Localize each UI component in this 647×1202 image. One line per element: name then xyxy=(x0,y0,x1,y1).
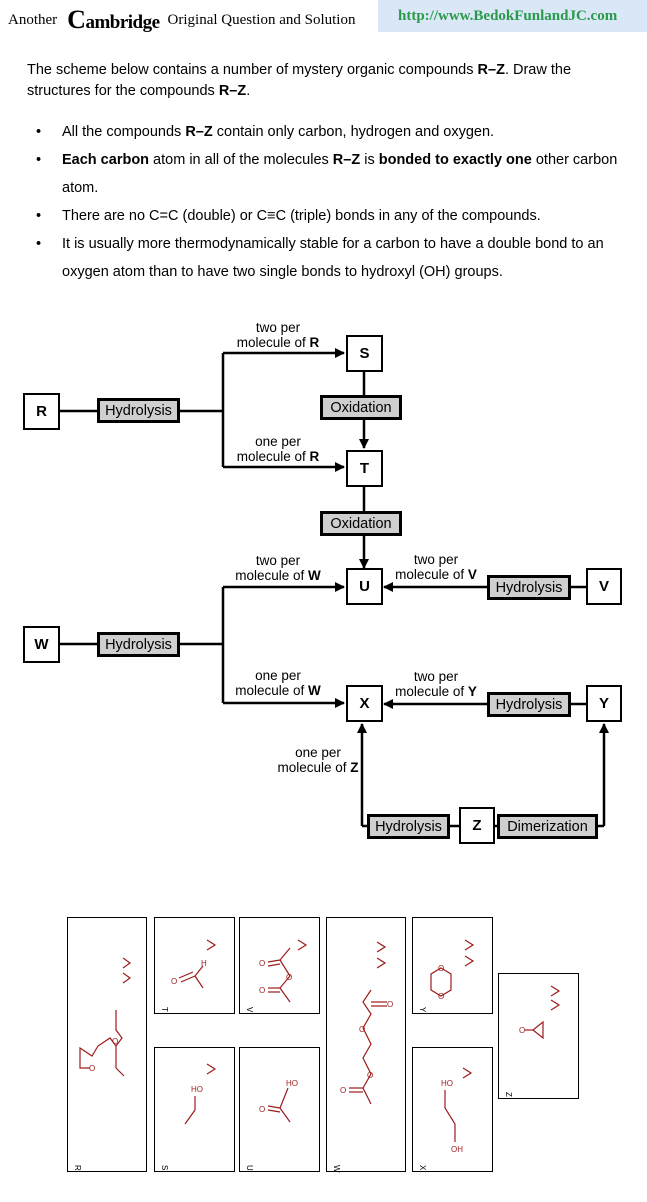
svg-text:O: O xyxy=(340,1086,346,1095)
compound-r: R xyxy=(23,393,60,430)
svg-text:O: O xyxy=(359,1025,365,1034)
structure-y: O O xyxy=(430,939,475,1001)
svg-text:O: O xyxy=(112,1037,118,1046)
process-oxidation: Oxidation xyxy=(320,395,402,420)
svg-text:O: O xyxy=(387,1000,393,1009)
list-item: It is usually more thermodynamically sta… xyxy=(36,230,640,286)
header-prefix: Another xyxy=(8,11,58,28)
process-hydrolysis: Hydrolysis xyxy=(367,814,450,839)
compound-x: X xyxy=(346,685,383,722)
svg-text:H: H xyxy=(201,959,207,968)
compound-w: W xyxy=(23,626,60,663)
structure-x: HO OH xyxy=(441,1067,473,1154)
header-suffix: Original Question and Solution xyxy=(167,11,356,28)
header-url-link[interactable]: http://www.BedokFunlandJC.com xyxy=(378,0,647,32)
panel-label: U xyxy=(245,1165,254,1171)
answer-panel-v: O O O V xyxy=(239,917,320,1014)
structure-u: HO O xyxy=(259,1079,298,1123)
cambridge-logo: Cambridge xyxy=(67,5,160,34)
scheme-connectors xyxy=(60,348,609,828)
structure-r: O O xyxy=(79,957,132,1077)
svg-text:O: O xyxy=(438,964,444,973)
answer-panel-y: O O Y xyxy=(412,917,493,1014)
panel-label: Z xyxy=(504,1092,513,1097)
panel-label: W xyxy=(332,1165,341,1173)
page-header: Another Cambridge Original Question and … xyxy=(0,0,647,40)
list-item: All the compounds R–Z contain only carbo… xyxy=(36,118,640,146)
answer-panel-u: HO O U xyxy=(239,1047,320,1172)
list-item: Each carbon atom in all of the molecules… xyxy=(36,146,640,202)
structure-w: O O O O xyxy=(340,941,393,1105)
list-item: There are no C=C (double) or C≡C (triple… xyxy=(36,202,640,230)
structure-s: HO xyxy=(184,1063,217,1125)
answer-panel-x: HO OH X xyxy=(412,1047,493,1172)
compound-s: S xyxy=(346,335,383,372)
panel-label: X xyxy=(418,1165,427,1171)
question-intro: The scheme below contains a number of my… xyxy=(27,62,572,99)
svg-text:O: O xyxy=(519,1026,525,1035)
condition-list: All the compounds R–Z contain only carbo… xyxy=(36,118,640,286)
svg-text:O: O xyxy=(438,992,444,1001)
answer-panel-t: H O T xyxy=(154,917,235,1014)
process-hydrolysis: Hydrolysis xyxy=(487,692,571,717)
structure-t: H O xyxy=(171,939,217,989)
svg-text:O: O xyxy=(259,1105,265,1114)
svg-text:O: O xyxy=(89,1064,95,1073)
compound-t: T xyxy=(346,450,383,487)
svg-text:O: O xyxy=(367,1071,373,1080)
answer-panel-w: O O O O W xyxy=(326,917,406,1173)
answer-panel-z: O Z xyxy=(498,973,579,1099)
compound-v: V xyxy=(586,568,622,605)
panel-label: V xyxy=(245,1007,254,1013)
answer-panel-r: O O R xyxy=(67,917,147,1172)
process-hydrolysis: Hydrolysis xyxy=(487,575,571,600)
structure-v: O O O xyxy=(259,939,308,1003)
compound-u: U xyxy=(346,568,383,605)
panel-label: T xyxy=(160,1007,169,1012)
svg-text:O: O xyxy=(286,973,292,982)
svg-text:OH: OH xyxy=(451,1145,463,1154)
process-hydrolysis: Hydrolysis xyxy=(97,632,180,657)
svg-text:O: O xyxy=(259,959,265,968)
svg-text:HO: HO xyxy=(286,1079,298,1088)
process-hydrolysis: Hydrolysis xyxy=(97,398,180,423)
structure-z: O xyxy=(519,985,561,1040)
process-dimerization: Dimerization xyxy=(497,814,598,839)
svg-text:O: O xyxy=(171,977,177,986)
svg-text:HO: HO xyxy=(191,1085,203,1094)
answer-panel-s: HO S xyxy=(154,1047,235,1172)
compound-z: Z xyxy=(459,807,495,844)
header-title: Another Cambridge Original Question and … xyxy=(0,0,378,40)
process-oxidation: Oxidation xyxy=(320,511,402,536)
svg-text:O: O xyxy=(259,986,265,995)
compound-y: Y xyxy=(586,685,622,722)
panel-label: Y xyxy=(418,1007,427,1013)
panel-label: S xyxy=(160,1165,169,1171)
svg-text:HO: HO xyxy=(441,1079,453,1088)
panel-label: R xyxy=(73,1165,82,1171)
